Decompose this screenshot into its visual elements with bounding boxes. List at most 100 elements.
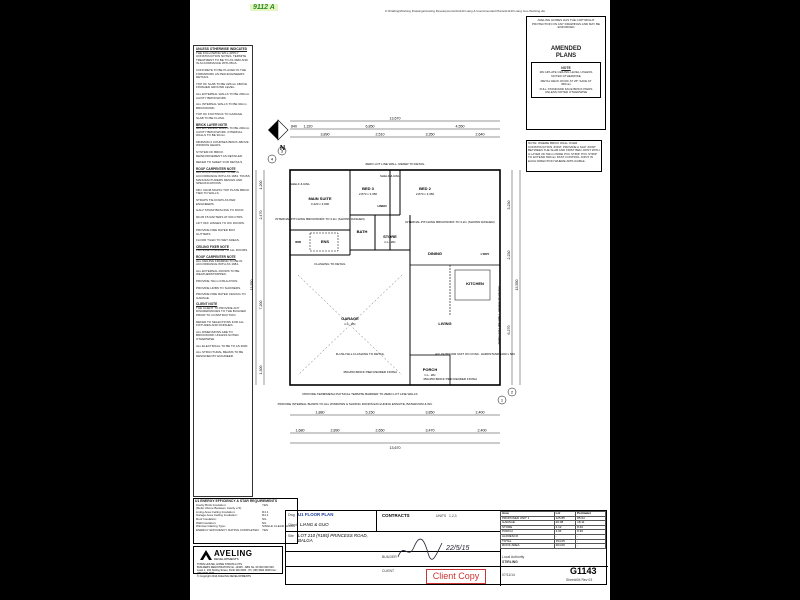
sheet-ref: Sheet#04 Rev 03 — [566, 578, 593, 582]
svg-text:13,550: 13,550 — [515, 280, 519, 291]
construction-note: TOP OF FOOTINGS TO GARAGE SLAB TO BE FLU… — [196, 112, 243, 120]
site-address: LOT 210 (#185) PRINCESS ROAD, BALGA — [298, 533, 368, 543]
floor-plan: N 4 3 1 2 13,670 840 1,320 6,850 4,550 3… — [250, 117, 521, 450]
svg-text:ZERO LOT LINE WALL. REFER TO D: ZERO LOT LINE WALL. REFER TO DETAIL — [365, 162, 425, 166]
svg-text:PROVIDE INTERNAL BLINDS TO ALL: PROVIDE INTERNAL BLINDS TO ALL WINDOWS &… — [278, 402, 433, 406]
construction-note: SYSTEM OF BRICK REINFORCEMENT AS DETAILE… — [196, 150, 243, 158]
construction-note: PROVIDE 70mm INSULATION. — [196, 278, 239, 283]
room-living: LIVING — [438, 321, 451, 326]
energy-efficiency-panel: U1 ENERGY EFFICIENCY & STAR REQUIREMENTS… — [193, 498, 298, 544]
construction-note: GALV STRAP BRACING TO ROOF. — [196, 208, 244, 213]
energy-row: Garage Area Ceiling Insulation:R4.1 — [196, 513, 269, 518]
energy-row: Roof Insulation:NIL — [196, 516, 267, 521]
svg-text:FLUSH SILL FLASHING TO DETAIL: FLUSH SILL FLASHING TO DETAIL — [336, 352, 385, 356]
svg-text:5,150: 5,150 — [366, 411, 375, 415]
copyright-stamp: AVELING HOMES HAS THE COPYRIGHT PROTECTI… — [532, 18, 600, 30]
room-linen: LINEN — [378, 204, 387, 208]
svg-text:2,890: 2,890 — [331, 429, 340, 433]
amended-title: AMENDED PLANS — [550, 45, 582, 59]
room-ens: ENS — [321, 239, 330, 244]
room-wir: WIR — [295, 240, 302, 244]
svg-text:1,200: 1,200 — [259, 181, 263, 190]
room-garage: GARAGE — [341, 316, 359, 321]
svg-text:2,510: 2,510 — [376, 133, 385, 137]
svg-text:1: 1 — [501, 398, 504, 403]
svg-text:13,670: 13,670 — [390, 446, 401, 450]
energy-row: Cavity Brick Insulation:YES — [196, 502, 269, 507]
svg-text:A/C OUTDOOR UNIT ON CONC. HARD: A/C OUTDOOR UNIT ON CONC. HARDSTAND 1000… — [435, 352, 515, 356]
svg-text:1,680: 1,680 — [296, 429, 305, 433]
rev-date: 07/11/14 — [502, 573, 515, 577]
construction-note: ALL EXTERNAL WALLS TO BE 290mm CAVITY BR… — [196, 91, 250, 100]
construction-note: CONCRETE TO BE PLACED IN THE FORMWORK AS… — [196, 67, 247, 80]
job-number: G1143 — [570, 566, 597, 576]
construction-note: 90x45 F5 RAFTERS AT 600 CTRS. — [196, 214, 244, 219]
construction-note: STRAPS TIE DOWN AS PER ENGINEERS. — [196, 198, 236, 206]
brick-wall-note: NOTE: WHERE BRICK WALL OVER CONSTRUCTION… — [526, 140, 602, 172]
amended-plans-box: AVELING HOMES HAS THE COPYRIGHT PROTECTI… — [526, 16, 606, 130]
construction-note: ALL STRUCTURAL BEAMS TO BE DESIGNED BY E… — [196, 350, 244, 358]
construction-note: ALL DIMENSIONS ARE TO BRICKWORK UNLESS N… — [196, 329, 239, 342]
amended-note-1: 28c HPLATE CEILING LEVEL UNLESS NOTED OT… — [539, 70, 593, 78]
room-store: STORE — [383, 234, 397, 239]
energy-row: Wall Insulation:NIL — [196, 520, 267, 525]
room-laundry: L'DRY — [481, 252, 490, 256]
grid-markers: 4 3 1 2 — [267, 146, 517, 405]
svg-text:6,270: 6,270 — [507, 326, 511, 335]
units-value: 1,2,3 — [449, 514, 457, 518]
handwritten-date: 22/5/15 — [446, 545, 470, 552]
client-copy-stamp: Client Copy — [426, 569, 486, 584]
svg-text:C.L. 28c: C.L. 28c — [384, 240, 396, 244]
local-authority: STIRLING — [502, 560, 518, 564]
amended-note-2: METAL DECK ROOF AT 25° SAVE AT 450mm — [540, 78, 592, 87]
construction-note: MINIMUM 2 COURSES BRICK ABOVE WINDOW HEA… — [196, 139, 249, 148]
svg-text:6,850: 6,850 — [366, 125, 375, 129]
svg-text:2,870 x 3,350: 2,870 x 3,350 — [416, 192, 435, 196]
svg-text:SHELF & RAIL: SHELF & RAIL — [290, 182, 310, 186]
building-walls — [289, 169, 501, 386]
svg-text:SHELF & RAIL: SHELF & RAIL — [380, 174, 400, 178]
svg-text:N: N — [280, 145, 285, 152]
aveling-logo-icon — [200, 550, 212, 560]
company-logo: AVELING DEVELOPMENTS TOWN HOUSE, HOME ST… — [193, 546, 283, 578]
drawing-name: U1 FLOOR PLAN — [298, 512, 334, 517]
construction-note: LIFT OFF HINGES TO WC DOORS. — [196, 221, 245, 226]
svg-text:7,200: 7,200 — [259, 301, 263, 310]
construction-note: REFER TO SELECTIONS FOR ALL FIXTURES AND… — [196, 319, 244, 328]
construction-note: ALL ELECTRICAL TO BE TO AS 3000. — [196, 343, 249, 348]
svg-text:ZERO LOT LINE WALL. REFER TO D: ZERO LOT LINE WALL. REFER TO DETAIL — [497, 285, 501, 345]
signature — [397, 538, 443, 560]
room-bed-3: BED 3 — [362, 186, 375, 191]
svg-text:840: 840 — [291, 125, 297, 129]
svg-text:1,300: 1,300 — [259, 366, 263, 375]
title-block: Dwg U1 FLOOR PLAN Client LIANG & GUO Sit… — [285, 510, 608, 586]
construction-note: PROVIDE HOBS TO SHOWERS. — [196, 285, 241, 290]
room-bed-2: BED 2 — [419, 186, 432, 191]
energy-row: ENERGY EFFICIENCY RATING COMPLETED:YES — [196, 527, 269, 532]
construction-note: PROVIDE FIRE RATED BOX GUTTERS. — [196, 227, 236, 236]
room-bath: BATH — [357, 229, 368, 234]
client-name: LIANG & GUO — [300, 522, 329, 527]
construction-note: MIN. 90x45 MGP10 TOP PLATE BRICK TIED TO… — [196, 187, 250, 196]
svg-text:C.L. 28c: C.L. 28c — [344, 322, 356, 326]
file-path: K:\Drafting\Working Drawings\Aveling Dev… — [385, 10, 545, 13]
svg-text:350x450 BRICK PIER RENDER FINI: 350x450 BRICK PIER RENDER FINISH — [343, 370, 397, 374]
construction-note: REFER TO SHEET FOR DETAILS. — [196, 160, 243, 165]
svg-text:3,850: 3,850 — [426, 411, 435, 415]
svg-text:2: 2 — [511, 390, 514, 395]
svg-text:3,230: 3,230 — [507, 201, 511, 210]
energy-table: Cavity Brick Insulation:YES(Refer Above … — [195, 502, 296, 533]
construction-note: FLOOR TILED TO WET AREAS. — [196, 238, 240, 243]
room-porch: PORCH — [423, 367, 438, 372]
construction-note: ALL INTERNAL WALLS TO BE 90mm BRICKWORK. — [196, 102, 247, 110]
svg-text:2,650: 2,650 — [376, 429, 385, 433]
construction-note: PROVIDE FIRE RATED CEILING TO GARAGE. — [196, 292, 246, 300]
room-dining: DINING — [428, 251, 442, 256]
svg-text:3,420 x 3,900: 3,420 x 3,900 — [311, 202, 330, 206]
plan-annotations: ZERO LOT LINE WALL. REFER TO DETAIL ZERO… — [275, 162, 515, 406]
svg-text:3: 3 — [281, 149, 284, 154]
